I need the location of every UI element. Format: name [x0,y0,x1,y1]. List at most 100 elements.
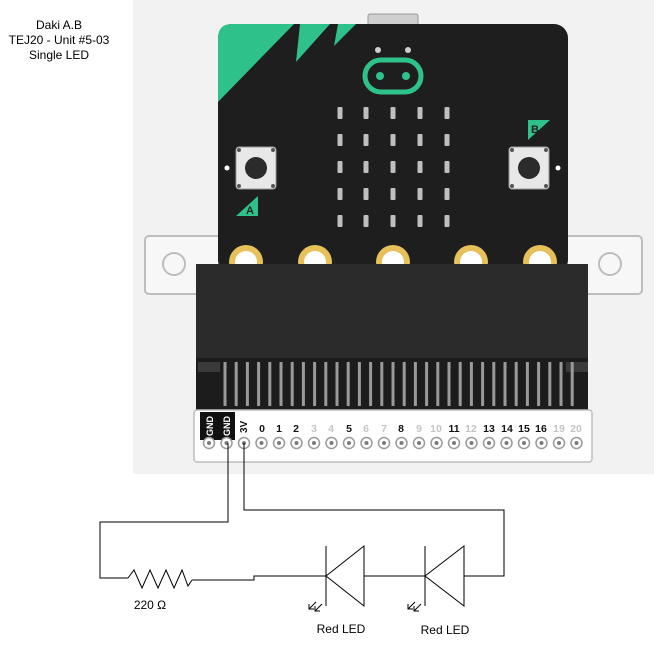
led-1-symbol [325,544,365,608]
pin-hole-center [329,441,334,445]
connector-pin [346,362,350,406]
matrix-led [417,161,423,173]
mount-hole-left [162,252,186,276]
pin-hole-center [382,441,386,445]
led-matrix [337,107,450,227]
pin-number-label: 14 [501,423,513,435]
connector-pins [223,362,574,406]
corner-accent-left [218,24,294,102]
microbit-board [218,24,568,274]
connector-tab-right [566,362,588,372]
matrix-led [337,134,343,146]
pin-hole-center [347,441,351,445]
matrix-led [444,107,450,119]
connector-pin [301,362,305,406]
connector-pin [279,362,283,406]
matrix-led [444,215,450,227]
button-a-indicator [224,165,230,171]
resistor-label: 220 Ω [134,598,166,612]
led-2-label: Red LED [421,623,470,637]
pin-number-label: 0 [259,423,265,435]
button-b[interactable] [508,146,550,190]
pin-hole-center [294,441,299,445]
pin-number-label: 5 [346,423,352,435]
button-a-marker [236,196,258,216]
connector-pin [559,362,563,406]
pin-number-label: 16 [535,423,547,435]
pin-hole-center [364,441,369,445]
pin-number-label: 2 [293,423,299,435]
connector-pin [380,362,384,406]
connector-pin [357,362,361,406]
logo-icon [362,57,424,95]
pin-hole-center [399,441,404,445]
pin-hole-center [487,441,491,445]
3v-pin-label: 3V [239,420,250,433]
pin-hole-center [452,441,456,445]
matrix-led [390,107,396,119]
pin-hole-center [574,441,579,445]
connector-pin [525,362,529,406]
matrix-led [363,107,369,119]
pin-number-label: 4 [328,423,334,435]
connector-pin [223,362,227,406]
button-b-label: B [531,124,539,136]
project-title: Single LED [28,48,90,62]
connector-pin [469,362,473,406]
pin-hole-center [417,441,421,445]
title-block: Daki A.B TEJ20 - Unit #5-03 Single LED [0,18,118,63]
connector-pin [335,362,339,406]
logo-eye-left [376,72,384,80]
connector-pin [324,362,328,406]
connector-pin [514,362,518,406]
pin-number-label: 13 [483,423,495,435]
matrix-led [337,161,343,173]
connector-pin [481,362,485,406]
matrix-led [390,188,396,200]
pin-number-label: 19 [553,423,565,435]
matrix-led [390,215,396,227]
connector-pin [570,362,574,406]
matrix-led [417,188,423,200]
pin-hole-center [259,441,264,445]
pin-number-label: 3 [311,423,317,435]
led-2-emission-icon [407,601,422,612]
connector-pin [425,362,429,406]
button-a[interactable] [235,146,277,190]
connector-pin [447,362,451,406]
matrix-led [417,215,423,227]
matrix-led [363,134,369,146]
pin-hole-center [207,441,211,445]
button-a-label: A [246,205,254,217]
pin-number-label: 6 [363,423,369,435]
pin-number-label: 10 [430,423,442,435]
pin-hole-center [312,441,316,445]
connector-pin [436,362,440,406]
matrix-led [444,134,450,146]
matrix-led [337,188,343,200]
pin-hole-center [434,441,439,445]
connector-pin [245,362,249,406]
logo-eye-right [402,72,410,80]
connector-pin [313,362,317,406]
pin-hole-center [469,441,474,445]
pin-number-label: 20 [570,423,582,435]
pin-number-label: 9 [416,423,422,435]
pin-hole-center [504,441,509,445]
led-2-symbol [424,544,465,608]
connector-pin [413,362,417,406]
gnd-pin-label: GND [222,416,232,437]
pin-hole-center [539,441,544,445]
connector-pin [537,362,541,406]
matrix-led [363,215,369,227]
accent-triangle-1 [296,24,330,62]
top-pad-left [375,47,381,53]
connector-pin [503,362,507,406]
matrix-led [363,161,369,173]
button-b-marker [528,120,550,140]
matrix-led [417,134,423,146]
matrix-led [390,161,396,173]
top-pad-right [405,47,411,53]
